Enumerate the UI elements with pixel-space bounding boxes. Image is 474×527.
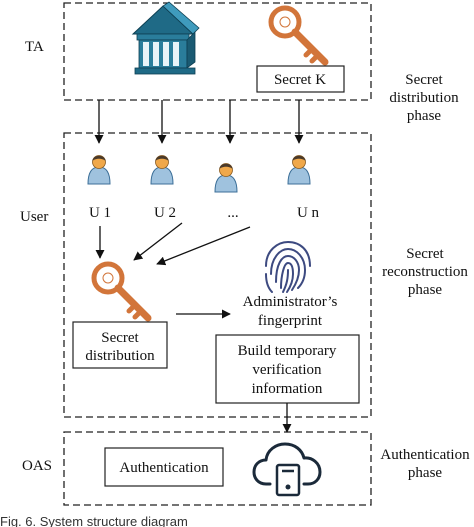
- key-icon: [94, 264, 148, 318]
- phase-label-authentication: Authentication phase: [380, 447, 470, 481]
- oas-region: [63, 431, 372, 506]
- figure-caption: Fig. 6. System structure diagram: [0, 514, 188, 527]
- arrow-un-key: [156, 226, 251, 266]
- user-label-1: U 1: [89, 205, 111, 221]
- build-info-line2: verification: [252, 362, 322, 378]
- fingerprint-icon: [265, 240, 311, 293]
- key-icon: [271, 8, 325, 62]
- build-info-line1: Build temporary: [238, 343, 337, 359]
- row-label-ta: TA: [25, 39, 44, 55]
- svg-text:phase: phase: [408, 282, 442, 298]
- row-label-oas: OAS: [22, 458, 52, 474]
- user-label-2: U 2: [154, 205, 176, 221]
- authentication-label: Authentication: [119, 460, 209, 476]
- user-icon: [287, 155, 311, 185]
- user-icon: [150, 155, 174, 185]
- user-label-n: U n: [297, 205, 320, 221]
- fingerprint-label-line2: fingerprint: [258, 313, 323, 329]
- cloud-server-icon: [252, 442, 322, 497]
- row-label-user: User: [20, 209, 48, 225]
- ta-region: [63, 2, 372, 101]
- secret-k-box: [256, 65, 345, 93]
- phase-label-distribution: Secret distribution phase: [389, 72, 459, 124]
- phase-label-reconstruction: Secret reconstruction phase: [382, 246, 468, 298]
- svg-text:Authentication: Authentication: [380, 447, 470, 463]
- svg-text:Secret: Secret: [406, 246, 444, 262]
- bank-icon: [131, 1, 200, 75]
- secret-k-label: Secret K: [274, 72, 326, 88]
- fingerprint-label-line1: Administrator’s: [243, 294, 338, 310]
- user-label-ellipsis: ...: [227, 205, 238, 221]
- secret-distribution-line2: distribution: [85, 348, 155, 364]
- user-region: [63, 132, 372, 418]
- svg-text:distribution: distribution: [389, 90, 459, 106]
- svg-text:Secret: Secret: [405, 72, 443, 88]
- authentication-box: [104, 447, 224, 487]
- secret-distribution-box: [72, 321, 168, 369]
- user-icon: [87, 155, 111, 185]
- build-verification-box: [215, 334, 360, 404]
- user-icon: [214, 163, 238, 193]
- svg-text:reconstruction: reconstruction: [382, 264, 468, 280]
- build-info-line3: information: [252, 381, 323, 397]
- secret-distribution-line1: Secret: [101, 330, 139, 346]
- arrow-u2-key: [133, 222, 183, 261]
- svg-text:phase: phase: [407, 108, 441, 124]
- svg-text:phase: phase: [408, 465, 442, 481]
